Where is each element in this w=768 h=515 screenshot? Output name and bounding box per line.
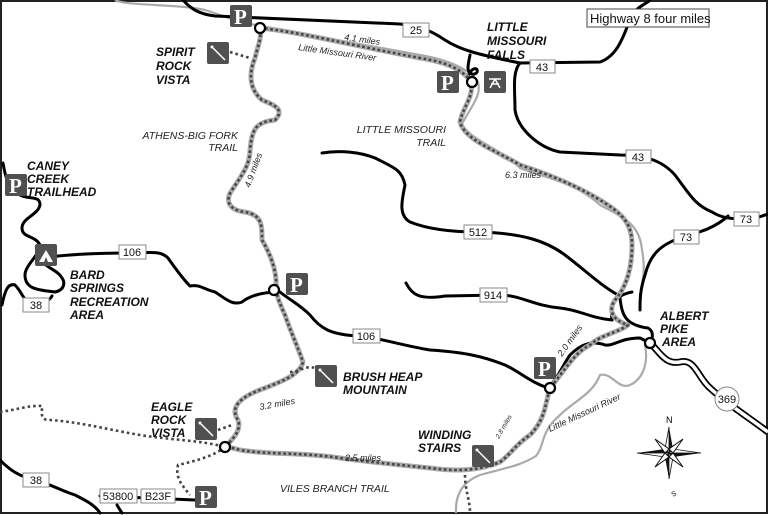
svg-text:73: 73	[680, 232, 692, 244]
node-eagle	[218, 440, 232, 454]
parking-icons: P P P P P P	[5, 5, 556, 510]
vista-icon	[195, 418, 217, 440]
road-shield-43: 43	[529, 59, 556, 74]
parking-icon: P	[437, 71, 459, 95]
road-shield-369: 369	[714, 386, 740, 412]
compass-rose-icon: N S	[636, 415, 702, 499]
road-shield-73: 73	[733, 211, 760, 227]
road-shield-106: 106	[118, 244, 147, 260]
trailhead-nodes	[218, 21, 657, 454]
road-shield-914: 914	[479, 287, 508, 303]
node-106	[267, 283, 281, 297]
spur-b23f	[176, 445, 226, 496]
distance-label: 3.5 miles	[345, 453, 382, 463]
parking-icon: P	[195, 486, 217, 510]
svg-text:38: 38	[30, 475, 42, 487]
road-shield-53800: 53800	[99, 488, 138, 504]
road-73	[638, 214, 730, 312]
svg-text:38: 38	[30, 300, 42, 312]
parking-icon: P	[534, 357, 556, 381]
trail-route	[223, 26, 634, 472]
spur-brush-heap	[289, 366, 316, 374]
svg-text:P: P	[290, 273, 303, 297]
spur-eagle-rock	[217, 423, 233, 432]
svg-text:43: 43	[632, 152, 644, 164]
svg-text:P: P	[538, 357, 551, 381]
vista-icons	[195, 42, 494, 467]
road-914	[404, 281, 614, 322]
svg-text:106: 106	[123, 247, 141, 259]
node-winding	[543, 381, 557, 395]
svg-text:P: P	[9, 174, 22, 198]
road-shield-43: 43	[625, 149, 652, 164]
vista-icon	[315, 365, 337, 387]
road-shields: 25 43 43 73 73 512 914 106 106 38 38 538…	[22, 22, 760, 504]
svg-text:106: 106	[357, 331, 375, 343]
svg-text:25: 25	[410, 25, 422, 37]
trails	[0, 25, 635, 514]
svg-text:73: 73	[740, 214, 752, 226]
vista-icon	[472, 445, 494, 467]
road-shield-512: 512	[463, 224, 493, 240]
svg-text:P: P	[441, 71, 454, 95]
picnic-table-icon	[484, 71, 506, 93]
node-albert	[643, 336, 657, 350]
road-shield-38: 38	[22, 472, 50, 488]
road-shield-73: 73	[673, 229, 700, 245]
spur-west	[0, 404, 226, 449]
svg-text:43: 43	[536, 62, 548, 74]
svg-text:N: N	[666, 415, 673, 425]
road-shield-25: 25	[402, 22, 430, 38]
spur-spirit-rock	[229, 50, 251, 60]
svg-text:P: P	[199, 486, 212, 510]
svg-text:S: S	[671, 490, 679, 499]
node-falls	[465, 75, 479, 89]
parking-icon: P	[230, 5, 252, 29]
node-top	[253, 21, 267, 35]
campground-icon	[35, 244, 57, 266]
spur-south	[463, 474, 472, 514]
road-369-b	[648, 341, 768, 434]
parking-icon: P	[286, 273, 308, 297]
label-viles-branch-trail: VILES BRANCH TRAIL	[280, 483, 390, 495]
road-shield-38: 38	[22, 297, 50, 313]
highway-8-note: Highway 8 four miles	[586, 8, 711, 28]
road-shield-b23f: B23F	[140, 488, 176, 504]
parking-icon: P	[5, 174, 27, 198]
vista-icon	[207, 42, 229, 64]
road-shield-106: 106	[352, 328, 381, 344]
svg-text:369: 369	[718, 394, 736, 406]
svg-text:Highway 8 four miles: Highway 8 four miles	[590, 11, 711, 26]
svg-text:B23F: B23F	[145, 491, 172, 503]
svg-text:53800: 53800	[103, 491, 134, 503]
svg-text:512: 512	[469, 227, 487, 239]
svg-text:P: P	[234, 5, 247, 29]
distance-label: 6.3 miles	[505, 170, 542, 180]
svg-text:914: 914	[484, 290, 502, 302]
road-106	[36, 250, 652, 390]
road-512	[320, 150, 620, 297]
